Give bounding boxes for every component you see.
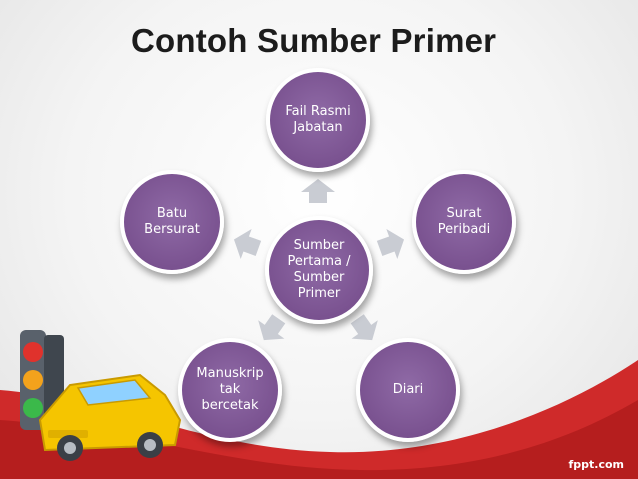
red-wave-highlight [0, 400, 638, 479]
node-fail-rasmi-jabatan: Fail Rasmi Jabatan [266, 68, 370, 172]
page-title: Contoh Sumber Primer [131, 22, 497, 59]
arrow-up-icon [301, 179, 335, 203]
node-diari: Diari [356, 338, 460, 442]
arrow-down-right-icon [350, 314, 378, 341]
center-node: Sumber Pertama / Sumber Primer [265, 216, 373, 324]
node-surat-peribadi: Surat Peribadi [412, 170, 516, 274]
node-batu-bersurat: Batu Bersurat [120, 170, 224, 274]
arrow-left-icon [233, 228, 262, 260]
arrow-right-icon [376, 228, 405, 260]
footer-logo: fppt.com [568, 458, 624, 471]
node-manuskrip-tak-bercetak: Manuskrip tak bercetak [178, 338, 282, 442]
arrow-down-left-icon [258, 314, 286, 341]
car-icon [38, 373, 182, 461]
